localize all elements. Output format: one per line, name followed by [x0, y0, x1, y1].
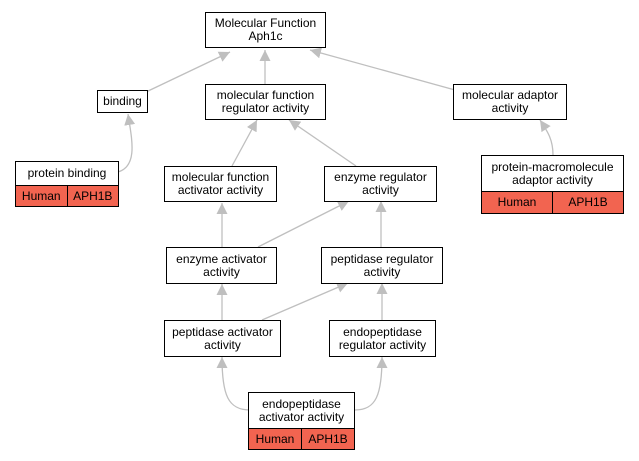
node-label: protein-macromolecule adaptor activity — [491, 159, 614, 187]
edge-epaa-to-paa — [216, 356, 251, 411]
node-label: peptidase regulator activity — [330, 251, 434, 279]
annotation-row: Human APH1B — [16, 185, 118, 206]
species-badge: Human — [16, 186, 67, 206]
edge-maa-to-root — [309, 47, 456, 91]
species-badge: Human — [482, 192, 552, 213]
node-label: Molecular Function Aph1c — [214, 16, 317, 43]
edge-epaa-to-epra — [354, 356, 388, 411]
node-label: binding — [103, 94, 142, 108]
node-label: enzyme regulator activity — [334, 170, 427, 197]
node-binding[interactable]: binding — [97, 90, 148, 113]
node-enzyme-activator-activity[interactable]: enzyme activator activity — [166, 247, 277, 284]
node-label: protein binding — [27, 166, 107, 180]
species-badge: Human — [249, 429, 301, 449]
node-peptidase-regulator-activity[interactable]: peptidase regulator activity — [321, 247, 443, 284]
node-label: endopeptidase activator activity — [258, 396, 345, 424]
node-endopeptidase-activator-activity[interactable]: endopeptidase activator activity Human A… — [248, 392, 355, 450]
annotation-row: Human APH1B — [249, 428, 354, 449]
gene-badge: APH1B — [301, 429, 354, 449]
node-label: molecular function activator activity — [171, 170, 270, 197]
node-label: endopeptidase regulator activity — [338, 324, 427, 352]
node-protein-macromolecule-adaptor-activity[interactable]: protein-macromolecule adaptor activity H… — [481, 155, 624, 214]
node-endopeptidase-regulator-activity[interactable]: endopeptidase regulator activity — [329, 320, 436, 357]
node-protein-binding[interactable]: protein binding Human APH1B — [15, 161, 119, 207]
edge-paa-to-pra — [261, 282, 349, 321]
node-enzyme-regulator-activity[interactable]: enzyme regulator activity — [324, 166, 437, 202]
edge-pmaa-to-maa — [539, 119, 554, 156]
node-molecular-function-root[interactable]: Molecular Function Aph1c — [205, 12, 326, 48]
annotation-row: Human APH1B — [482, 191, 623, 213]
edge-eaa-to-era — [257, 200, 350, 248]
gene-badge: APH1B — [552, 192, 623, 213]
node-molecular-function-activator-activity[interactable]: molecular function activator activity — [164, 166, 277, 202]
edge-mfaa-to-mfra — [231, 119, 258, 167]
node-label: peptidase activator activity — [172, 324, 273, 352]
edge-protein-binding-to-binding — [117, 113, 136, 173]
node-label: enzyme activator activity — [176, 251, 267, 279]
node-label: molecular function regulator activity — [216, 88, 315, 115]
node-molecular-function-regulator-activity[interactable]: molecular function regulator activity — [205, 84, 326, 120]
node-peptidase-activator-activity[interactable]: peptidase activator activity — [164, 320, 281, 357]
edge-binding-to-root — [145, 51, 231, 93]
node-label: molecular adaptor activity — [461, 88, 559, 115]
gene-badge: APH1B — [66, 186, 118, 206]
edge-era-to-mfra — [288, 119, 357, 167]
node-molecular-adaptor-activity[interactable]: molecular adaptor activity — [453, 84, 567, 120]
